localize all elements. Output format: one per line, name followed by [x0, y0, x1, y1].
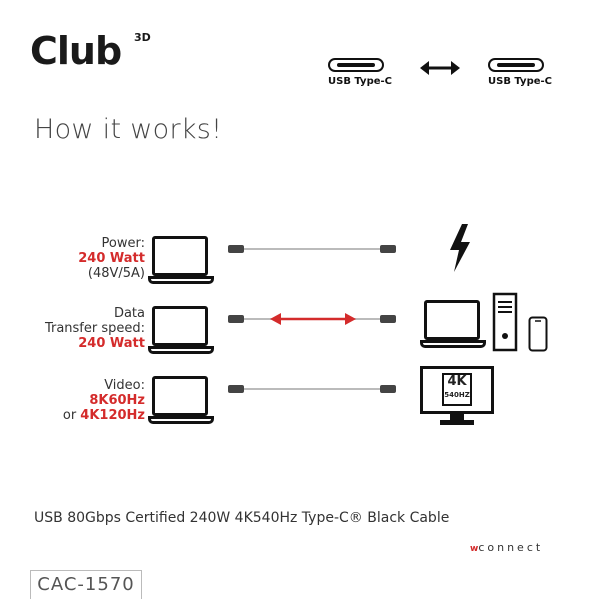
badge-top: 4K: [447, 374, 467, 389]
data-value: 240 Watt: [78, 336, 145, 351]
data-label: Data Transfer speed: 240 Watt: [45, 306, 145, 351]
laptop-icon: [148, 236, 218, 288]
desktop-tower-icon: [492, 292, 518, 352]
product-sku: CAC-1570: [30, 570, 142, 599]
usb-c-right: USB Type-C: [488, 58, 553, 87]
connect-brand: wconnect: [470, 541, 543, 554]
data-caption-1: Data: [113, 306, 145, 321]
brand-name: Club: [30, 29, 122, 73]
destination-laptop-icon: [420, 300, 490, 352]
connect-mark: w: [470, 544, 479, 554]
video-label: Video: 8K60Hz or 4K120Hz: [63, 378, 145, 423]
page-title: How it works!: [34, 114, 223, 145]
video-value-1: 8K60Hz: [89, 393, 145, 408]
smartphone-icon: [528, 316, 548, 352]
power-value: 240 Watt: [78, 251, 145, 266]
laptop-icon: [148, 376, 218, 428]
usb-c-port-icon: [328, 58, 384, 72]
badge-bottom-right: HZ: [458, 391, 470, 399]
power-label: Power: 240 Watt (48V/5A): [78, 236, 145, 281]
cable-icon: [228, 242, 396, 256]
video-caption: Video:: [104, 378, 145, 393]
connect-word: connect: [478, 541, 544, 554]
badge-bottom-left: 540: [444, 391, 459, 399]
bidirectional-arrow-icon: [420, 61, 460, 75]
usb-c-left-label: USB Type-C: [328, 76, 393, 87]
video-prefix: or: [62, 408, 81, 423]
brand-superscript: 3D: [134, 31, 151, 44]
usb-c-port-icon: [488, 58, 544, 72]
monitor-icon: 4K 540HZ: [420, 366, 494, 428]
lightning-bolt-icon: [450, 224, 470, 272]
badge-bottom: 540HZ: [444, 389, 470, 401]
video-value-2: 4K120Hz: [80, 408, 145, 423]
usb-c-right-label: USB Type-C: [488, 76, 553, 87]
laptop-icon: [148, 306, 218, 358]
data-caption-2: Transfer speed:: [44, 321, 145, 336]
4k-540hz-badge: 4K 540HZ: [442, 373, 472, 406]
power-caption: Power:: [101, 236, 145, 251]
usb-c-left: USB Type-C: [328, 58, 393, 87]
power-detail: (48V/5A): [87, 266, 145, 281]
product-description: USB 80Gbps Certified 240W 4K540Hz Type-C…: [34, 510, 450, 526]
brand-logo: Club 3D: [30, 30, 160, 72]
cable-icon: [228, 382, 396, 396]
data-transfer-arrow-icon: [270, 313, 356, 325]
video-value-line: or 4K120Hz: [63, 408, 145, 423]
